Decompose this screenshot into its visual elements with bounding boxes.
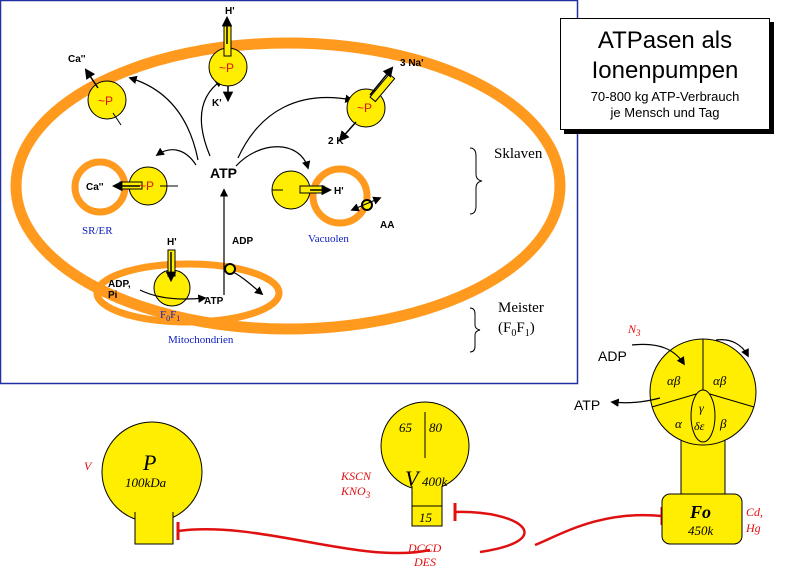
pump-vacuole <box>271 170 333 210</box>
f-type-ab-right: αβ <box>713 373 727 388</box>
v-type-stalk: 15 <box>419 510 433 525</box>
atp-arrows <box>128 75 354 296</box>
pump-na-k: ~P <box>338 66 396 142</box>
brace-meister <box>469 307 481 353</box>
pump-h-k: ~P <box>208 15 248 103</box>
p-type-mass: 100kDa <box>125 475 167 490</box>
f-type-beta: β <box>719 416 727 431</box>
f-type-arrows <box>610 339 749 407</box>
pump-f0f1-mito <box>139 249 207 307</box>
pump-h-k-label: ~P <box>219 61 234 75</box>
f0f1-F: F <box>160 309 166 321</box>
pump-na-k-label: ~P <box>357 101 372 115</box>
f-type-hg: Hg <box>745 521 761 535</box>
v-type-letter: V <box>405 466 421 491</box>
title-sub-2: je Mensch und Tag <box>610 105 720 120</box>
f-type-ab-left: αβ <box>667 373 681 388</box>
adp-atp-translocator <box>224 263 236 275</box>
mitochondrion <box>93 260 283 326</box>
p-type-letter: P <box>142 450 156 475</box>
f-type-delta-eps: δε <box>694 419 705 433</box>
brace-sklaven <box>469 147 483 215</box>
f-type-adp: ADP <box>598 348 627 364</box>
title-box: ATPasen als Ionenpumpen 70-800 kg ATP-Ve… <box>560 18 770 130</box>
sklaven-label: Sklaven <box>494 146 543 162</box>
title-line-1: ATPasen als <box>597 27 733 54</box>
atp-center: ATP <box>210 165 237 181</box>
f-type-gamma: γ <box>699 401 704 415</box>
f-type-base-mass: 450k <box>688 523 714 538</box>
title-sub-1: 70-800 kg ATP-Verbrauch <box>590 89 740 104</box>
pump-ca-er-label: ~P <box>139 179 154 193</box>
meister-label: Meister <box>498 300 544 316</box>
v-type-inhibitor-2: KNO3 <box>340 484 371 500</box>
f-type-atp: ATP <box>574 397 600 413</box>
h-mito-label: H' <box>167 237 177 248</box>
f-type-base: Fo <box>689 502 711 522</box>
adp-pi-line2: Pi <box>108 290 118 301</box>
f0f1-label: F0F1 <box>160 309 180 323</box>
f0f1-sub1: 1 <box>176 314 180 323</box>
atp-mito-label: ATP <box>204 296 224 307</box>
f-type-pump <box>649 338 757 545</box>
des-label: DES <box>413 555 436 569</box>
vacuole <box>309 165 371 227</box>
sr-er-label: SR/ER <box>82 225 113 237</box>
inhibitor-lines <box>177 510 663 555</box>
pump-ca-plasma-label: ~P <box>98 94 113 108</box>
p-type-inhibitor: V <box>84 459 93 473</box>
mitochondrien-label: Mitochondrien <box>168 334 234 346</box>
plasma-membrane <box>10 37 566 335</box>
f0f1-F2: F <box>170 309 176 321</box>
pump-ca-er: ~P <box>111 166 178 206</box>
f0f1-sub0: 0 <box>166 314 170 323</box>
k-right-label: 2 K' <box>328 136 346 147</box>
f-type-inhibitor-top: N3 <box>627 322 641 338</box>
f-type-alpha: α <box>675 416 683 431</box>
ca-er-label: Ca'' <box>86 182 104 193</box>
v-type-sub-left: 65 <box>399 420 413 435</box>
v-type-sub-right: 80 <box>429 420 443 435</box>
v-type-inhibitor-1: KSCN <box>340 469 372 483</box>
meister-sub-label: (F0F1) <box>498 320 535 339</box>
ca-top-label: Ca'' <box>68 54 86 65</box>
na-label: 3 Na' <box>400 58 424 69</box>
adp-label: ADP <box>232 236 253 247</box>
vacuolen-label: Vacuolen <box>308 233 349 245</box>
h-vac-label: H' <box>334 186 344 197</box>
v-type-pump <box>380 401 470 527</box>
k-top-label: K' <box>212 98 222 109</box>
pump-ca-plasma: ~P <box>84 68 127 126</box>
f-type-cd: Cd, <box>746 505 763 519</box>
p-type-pump <box>101 421 203 545</box>
v-type-mass: 400k <box>422 474 448 489</box>
adp-pi-line1: ADP, <box>108 279 131 290</box>
h-top-label: H' <box>225 6 235 17</box>
title-line-2: Ionenpumpen <box>591 57 739 84</box>
aa-label: AA <box>380 220 394 231</box>
dccd-label: DCCD <box>407 541 442 555</box>
